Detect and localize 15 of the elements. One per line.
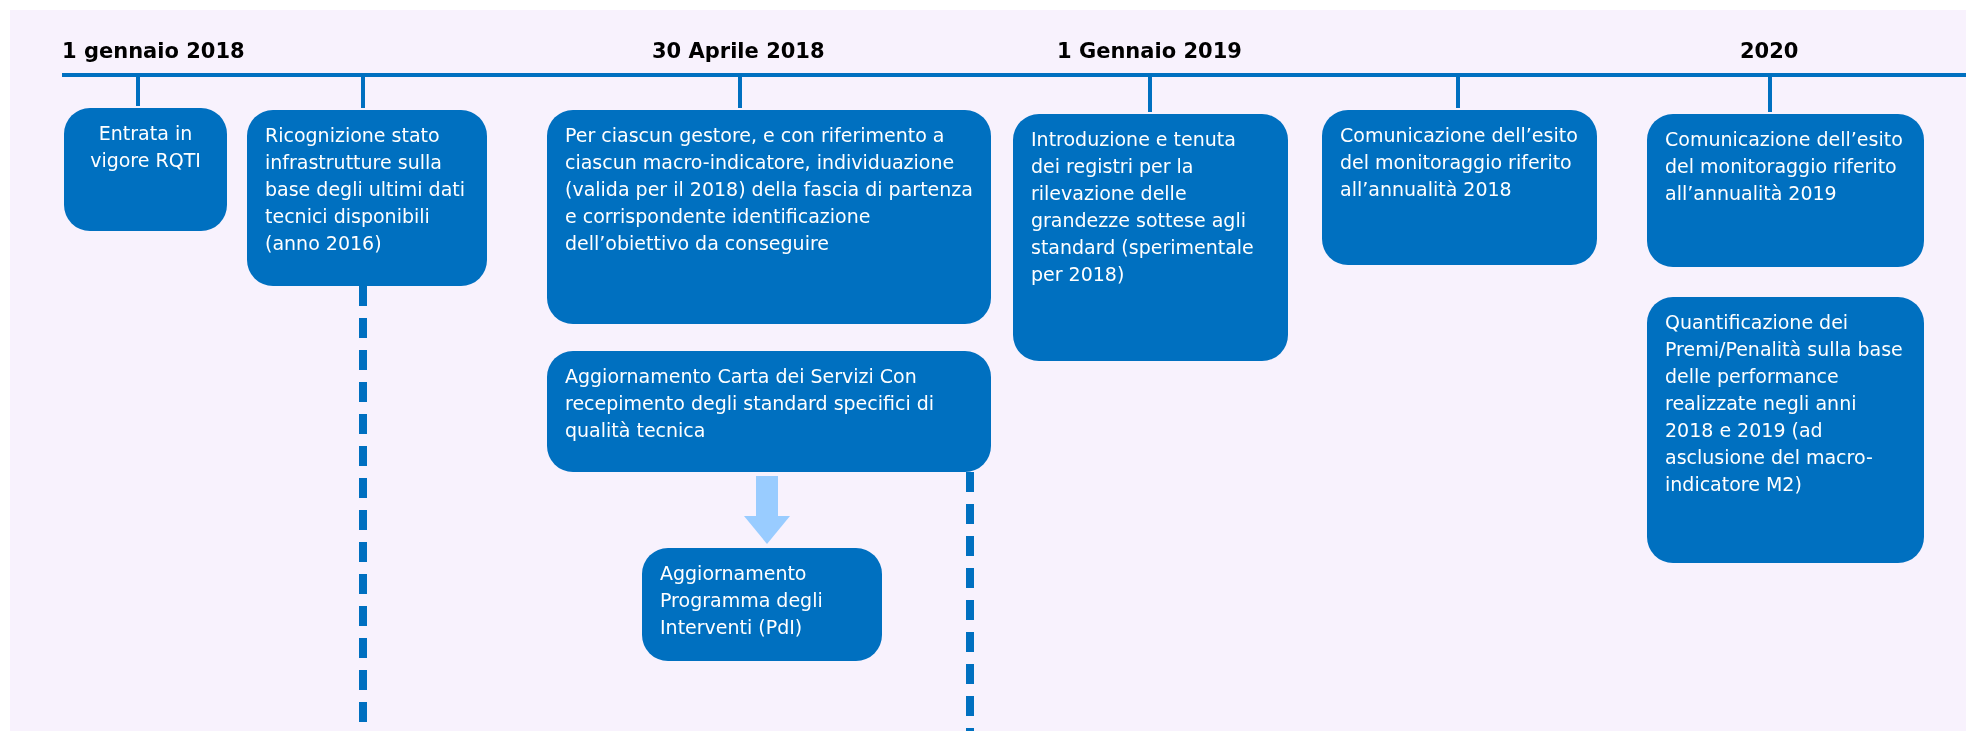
event-box: Aggiornamento Carta dei Servizi Con recepimento degli standard specifici di qualità tecnica xyxy=(547,351,991,472)
event-box: Per ciascun gestore, e con riferimento a ciascun macro-indicatore, individuazione (valida per il 2018) della fascia di partenza e corrispondente identificazione dell’obiettivo da conseguire xyxy=(547,110,991,324)
event-box: Entrata in vigore RQTI xyxy=(64,108,227,231)
event-box: Introduzione e tenuta dei registri per la rilevazione delle grandezze sottese agli standard (sperimentale per 2018) xyxy=(1013,114,1288,361)
event-box: Ricognizione stato infrastrutture sulla base degli ultimi dati tecnici disponibili (anno 2016) xyxy=(247,110,487,286)
block-arrow xyxy=(744,476,790,544)
event-box: Aggiornamento Programma degli Interventi (PdI) xyxy=(642,548,882,661)
event-box: Comunicazione dell’esito del monitoraggio riferito all’annualità 2018 xyxy=(1322,110,1597,265)
date-label: 1 gennaio 2018 xyxy=(62,38,245,65)
date-label: 1 Gennaio 2019 xyxy=(1057,38,1242,65)
date-label: 2020 xyxy=(1740,38,1799,65)
date-label: 30 Aprile 2018 xyxy=(652,38,825,65)
dashed-line xyxy=(966,472,974,731)
event-box: Quantificazione dei Premi/Penalità sulla base delle performance realizzate negli anni 2018 e 2019 (ad asclusione del macro-indicatore M2) xyxy=(1647,297,1924,563)
event-box: Comunicazione dell’esito del monitoraggio riferito all’annualità 2019 xyxy=(1647,114,1924,267)
